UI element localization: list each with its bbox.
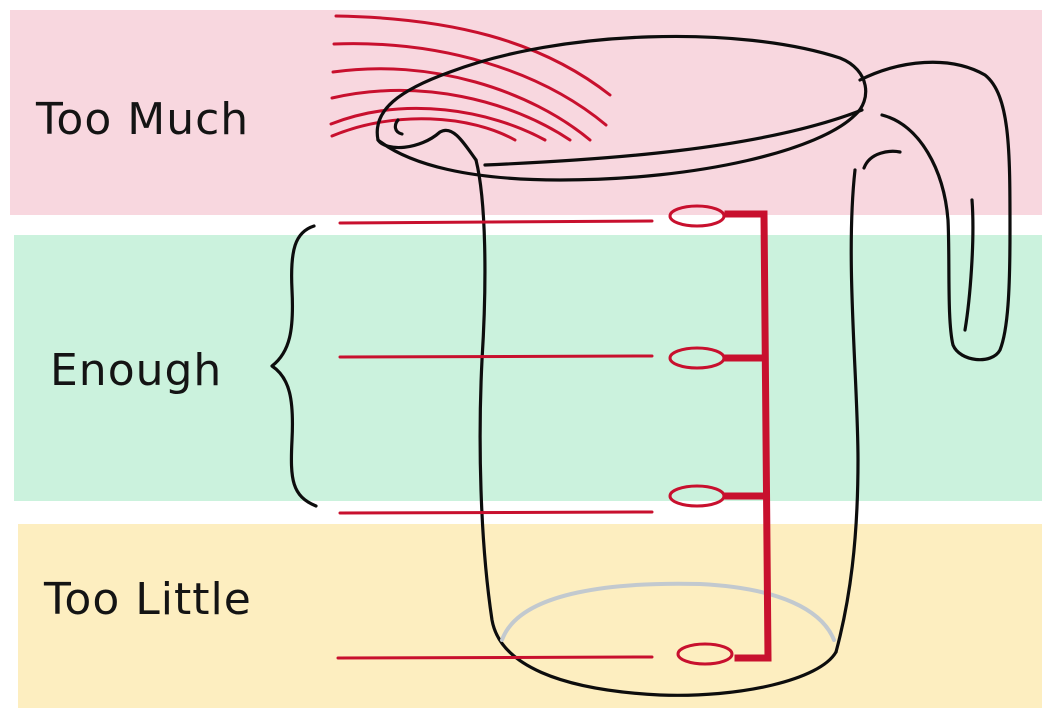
jug-rim xyxy=(375,34,868,182)
spray-line xyxy=(332,42,608,127)
liquid-surface xyxy=(500,581,836,642)
handle-highlight xyxy=(963,198,975,332)
enough-brace xyxy=(270,224,318,508)
jug-handle xyxy=(858,60,1012,362)
measurement-lines xyxy=(336,219,654,660)
spray-line xyxy=(329,106,547,142)
scale-mark xyxy=(668,346,726,370)
measure-line xyxy=(336,655,654,660)
measure-line xyxy=(338,219,654,225)
enough-zone xyxy=(14,235,1042,501)
handle-joint xyxy=(862,149,902,170)
jug-body xyxy=(375,34,868,697)
too-much-label: Too Much xyxy=(36,94,250,145)
spray-line xyxy=(331,67,592,142)
scale-bar xyxy=(724,210,772,662)
spray-line xyxy=(330,89,572,142)
measure-line xyxy=(338,354,654,359)
jug-spout-lip xyxy=(393,118,404,136)
scale-mark xyxy=(668,204,726,228)
handle-outer xyxy=(858,60,1012,362)
too-little-zone xyxy=(18,524,1042,708)
jug-left-wall xyxy=(474,158,838,697)
too-little-label: Too Little xyxy=(44,574,252,625)
spray-line xyxy=(334,14,612,97)
jug-rim-inner xyxy=(483,108,864,167)
overflow-spray-lines xyxy=(329,14,612,142)
jug-spout xyxy=(376,128,478,162)
scale-mark xyxy=(676,642,734,666)
measure-line xyxy=(338,510,654,515)
scale-mark xyxy=(668,484,726,508)
enough-label: Enough xyxy=(50,345,223,396)
measurement-scale xyxy=(668,204,772,666)
jug-right-wall xyxy=(834,168,860,654)
spray-line xyxy=(330,117,517,142)
